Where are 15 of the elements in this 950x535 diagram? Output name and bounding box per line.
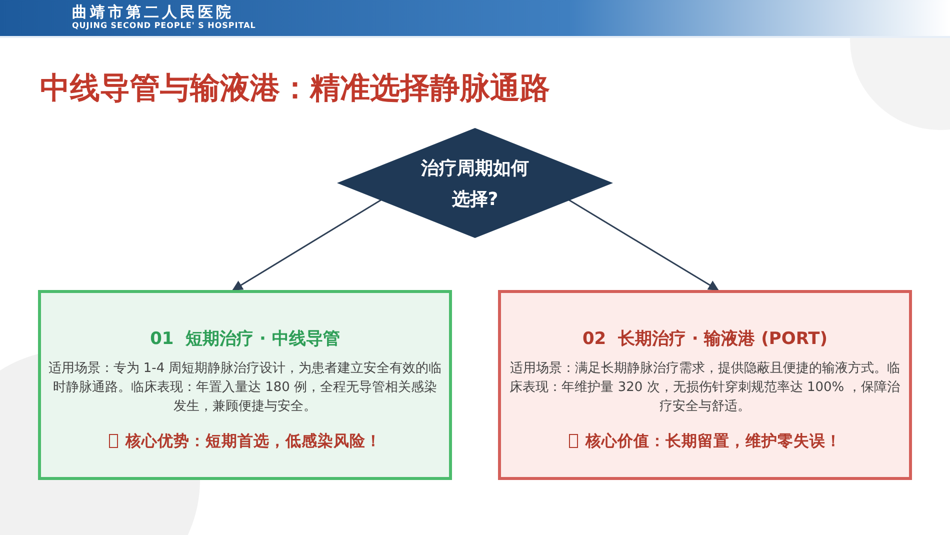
arrow: [232, 199, 382, 291]
card-heading: 02 长期治疗 · 输液港 (PORT): [581, 328, 829, 350]
decision-diamond: [337, 128, 613, 238]
card-heading: 01 短期治疗 · 中线导管: [149, 328, 341, 350]
arrow: [568, 199, 719, 291]
card-description: 适用场景：专为 1-4 周短期静脉治疗设计，为患者建立安全有效的临时静脉通路。临床表现：年置入量达 180 例，全程无导管相关感染发生，兼顾便捷与安全。: [47, 360, 443, 416]
slide-title: 中线导管与输液港：精准选择静脉通路: [40, 70, 550, 108]
hospital-name: 曲靖市第二人民医院: [72, 3, 234, 22]
card-description: 适用场景：满足长期静脉治疗需求，提供隐蔽且便捷的输液方式。临床表现：年维护量 320 次，无损伤针穿刺规范率达 100% ，保障治疗安全与舒适。: [508, 360, 902, 416]
short-term-card: [38, 290, 452, 480]
key-point: 核心优势：短期首选，低感染风险！: [126, 430, 382, 452]
key-point: 核心价值：长期留置，维护零失误！: [586, 430, 842, 452]
long-term-card: [498, 290, 912, 480]
decision-text: 治疗周期如何选择?: [420, 157, 530, 212]
hospital-english-name: QUJING SECOND PEOPLE' S HOSPITAL: [72, 21, 256, 30]
